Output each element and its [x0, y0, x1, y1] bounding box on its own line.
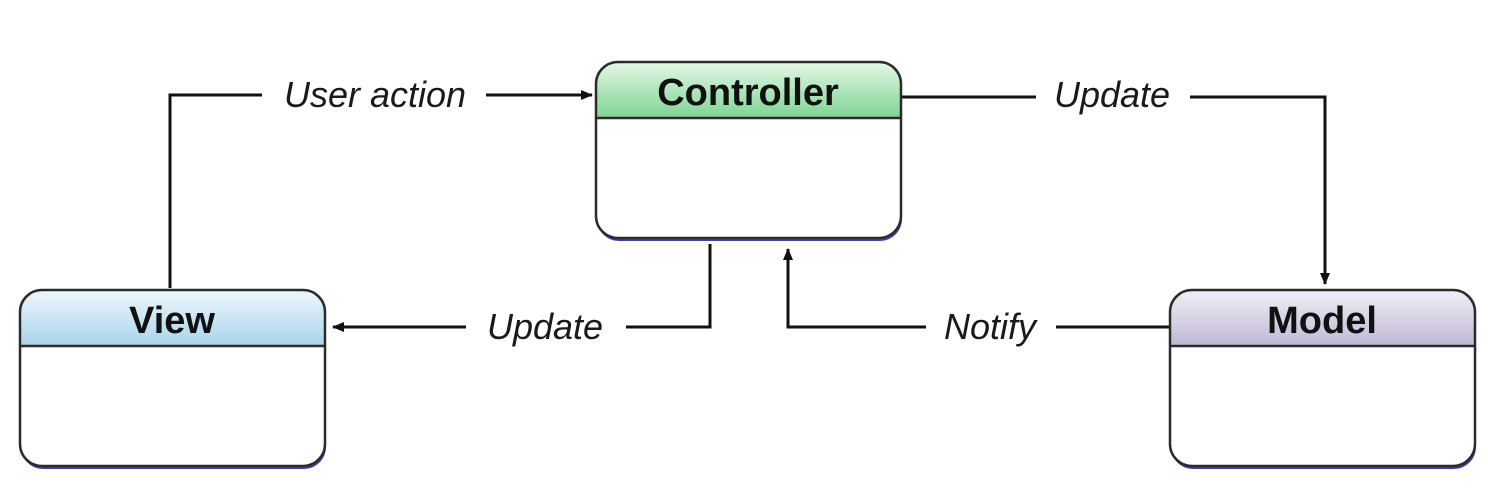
edge-label-update-view: Update: [487, 306, 603, 347]
view-box: View: [18, 288, 327, 469]
view-header: [20, 290, 325, 346]
edge-label-notify: Notify: [944, 306, 1038, 347]
controller-header: [596, 62, 901, 118]
connector-model-notify: [783, 248, 1170, 329]
controller-title: Controller: [657, 72, 839, 114]
edge-label-user-action: User action: [284, 74, 466, 115]
connector-user-action: [168, 90, 593, 288]
model-header: [1170, 290, 1475, 346]
model-box: Model: [1168, 288, 1477, 469]
edge-label-update-model: Update: [1054, 74, 1170, 115]
controller-box: Controller: [594, 60, 903, 241]
connector-controller-to-model: [901, 95, 1330, 285]
connector-controller-to-view: [332, 244, 712, 332]
view-title: View: [129, 300, 215, 342]
model-title: Model: [1267, 300, 1377, 342]
